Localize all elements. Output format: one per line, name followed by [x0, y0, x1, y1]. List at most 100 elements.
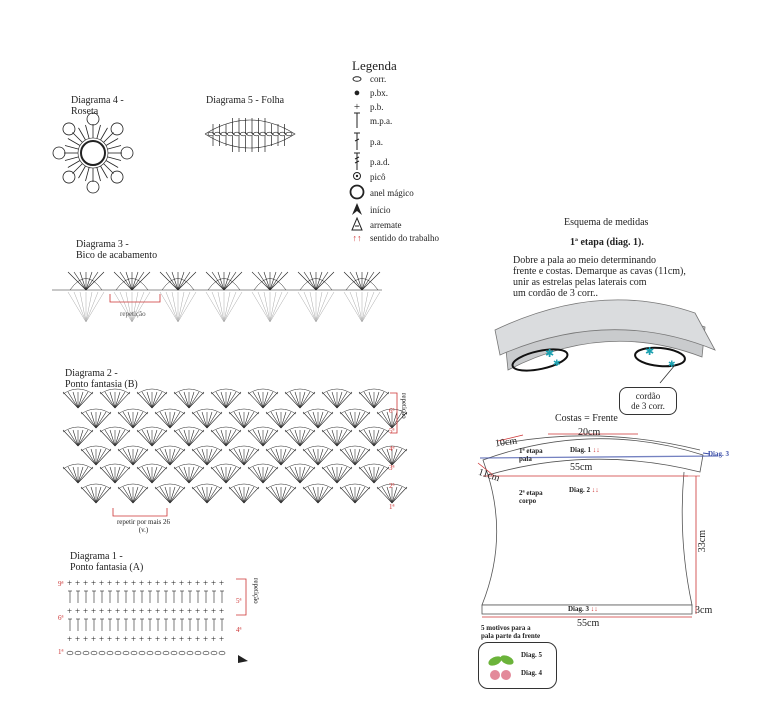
direction-icon: ↓↓ — [591, 486, 599, 494]
svg-text:+: + — [187, 606, 192, 616]
etapa2-line: 2ª etapa — [519, 489, 543, 497]
svg-text:+: + — [163, 606, 168, 616]
legend-title: Legenda — [352, 58, 397, 73]
fancy-stitch-a-diagram: ++++++++++++++++++++++++++++++++++++++++… — [66, 578, 248, 663]
garment-schematic — [477, 433, 719, 618]
svg-text:+: + — [107, 578, 112, 588]
diagram4-subtitle: Roseta — [71, 106, 99, 117]
diag1-text: Diag. 1 — [570, 446, 591, 454]
svg-text:+: + — [123, 578, 128, 588]
leaf-rosette-icon — [488, 655, 514, 680]
row-label: 1ª — [389, 503, 395, 511]
single-crochet-icon: + — [353, 101, 361, 113]
svg-text:+: + — [91, 606, 96, 616]
svg-text:+: + — [67, 578, 72, 588]
legend-label: sentido do trabalho — [370, 233, 439, 243]
diagram2-title: Diagrama 2 - — [65, 368, 118, 379]
svg-text:+: + — [147, 606, 152, 616]
svg-text:+: + — [219, 606, 224, 616]
legend-row-finish: arremate — [350, 216, 402, 233]
finish-icon — [350, 216, 364, 233]
diag2-text: Diag. 2 — [569, 486, 590, 494]
svg-text:✱: ✱ — [668, 359, 676, 369]
svg-text:+: + — [115, 606, 120, 616]
legend-row-direction: ↑↑ sentido do trabalho — [350, 231, 440, 245]
svg-text:+: + — [163, 634, 168, 644]
row-label: 1ª — [58, 648, 64, 656]
svg-text:+: + — [99, 634, 104, 644]
svg-text:+: + — [163, 578, 168, 588]
row-label: 5ª — [236, 597, 242, 605]
svg-text:+: + — [187, 634, 192, 644]
etapa1-line: pala — [519, 455, 532, 463]
svg-text:+: + — [115, 634, 120, 644]
svg-text:+: + — [107, 606, 112, 616]
svg-text:+: + — [211, 634, 216, 644]
row-label: 3ª — [389, 464, 395, 472]
svg-text:+: + — [179, 606, 184, 616]
svg-text:+: + — [187, 578, 192, 588]
row-label: 6ª — [58, 614, 64, 622]
diagram2-repeat: repetir por mais 26 (v.) — [116, 518, 171, 534]
cord-note-line: de 3 corr. — [631, 401, 665, 411]
svg-text:+: + — [203, 606, 208, 616]
legend-label: p.a.d. — [370, 157, 390, 167]
legend-label: p.bx. — [370, 88, 388, 98]
svg-text:+: + — [171, 606, 176, 616]
measure-3cm: 3cm — [695, 605, 713, 616]
legend-label: anel mágico — [370, 188, 414, 198]
svg-text:+: + — [139, 606, 144, 616]
diagram2-subtitle: Ponto fantasia (B) — [65, 379, 138, 390]
svg-text:+: + — [123, 606, 128, 616]
picot-icon — [350, 171, 364, 184]
svg-text:+: + — [155, 578, 160, 588]
diagram2-repeat-side: repetição — [400, 393, 408, 419]
diagram1-title: Diagrama 1 - — [70, 551, 123, 562]
row-label: 6ª — [389, 407, 395, 415]
yoke-illustration: ✱ ✱ ✱ ✱ — [494, 299, 716, 384]
row-label: 5ª — [389, 427, 395, 435]
svg-text:+: + — [147, 578, 152, 588]
rosette-diagram — [52, 112, 134, 194]
legend-row-chain: corr. — [350, 72, 386, 86]
direction-icon: ↑↑ — [352, 233, 362, 243]
svg-text:+: + — [211, 578, 216, 588]
legend-row-hdc: m.p.a. — [350, 112, 392, 130]
svg-text:+: + — [171, 578, 176, 588]
scheme-title: Esquema de medidas — [564, 217, 649, 228]
etapa2-line: corpo — [519, 497, 537, 505]
svg-text:+: + — [67, 606, 72, 616]
treble-crochet-icon — [350, 152, 364, 173]
svg-text:+: + — [139, 634, 144, 644]
row-label: 9ª — [58, 580, 64, 588]
svg-text:+: + — [107, 634, 112, 644]
etapa1-line: 1ª etapa — [519, 447, 543, 455]
svg-text:+: + — [99, 578, 104, 588]
svg-text:+: + — [131, 634, 136, 644]
legend-row-sc: + p.b. — [350, 100, 384, 114]
svg-text:+: + — [195, 578, 200, 588]
svg-text:+: + — [123, 634, 128, 644]
svg-text:✱: ✱ — [553, 358, 561, 368]
diagram1-subtitle: Ponto fantasia (A) — [70, 562, 144, 573]
svg-text:+: + — [171, 634, 176, 644]
diag2-label: Diag. 2 ↓↓ — [569, 486, 599, 494]
legend-label: início — [370, 205, 391, 215]
etapa2-label: 2ª etapa corpo — [519, 489, 543, 505]
legend-label: p.b. — [370, 102, 384, 112]
legend-row-picot: picô — [350, 170, 386, 184]
diag3-text: Diag. 3 — [568, 605, 589, 613]
legend-label: arremate — [370, 220, 402, 230]
cord-note-line: cordão — [635, 391, 661, 401]
svg-text:+: + — [195, 606, 200, 616]
motifs-line: pala parte da frente — [481, 632, 541, 640]
svg-text:+: + — [131, 606, 136, 616]
svg-text:✱: ✱ — [545, 348, 554, 360]
row-label: 2ª — [389, 482, 395, 490]
double-crochet-icon — [350, 132, 364, 153]
diagram3-repeat: repetição — [120, 310, 146, 318]
fancy-stitch-b-diagram — [62, 388, 408, 517]
etapa1-label: 1ª etapa pala — [519, 447, 543, 463]
svg-text:+: + — [195, 634, 200, 644]
svg-text:+: + — [75, 634, 80, 644]
